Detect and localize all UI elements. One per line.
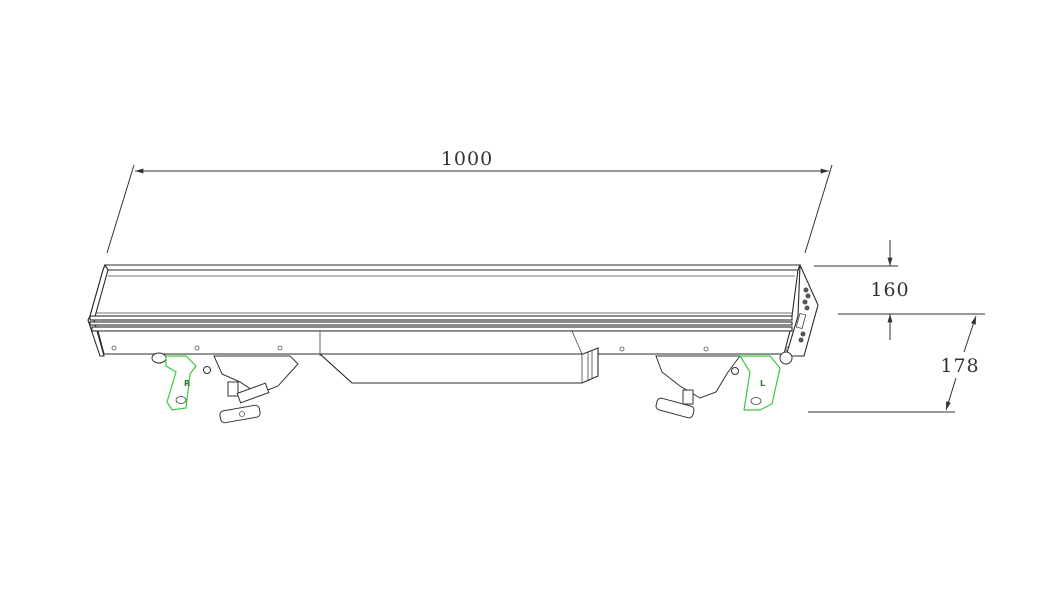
knob bbox=[151, 352, 167, 364]
height-dimension: 160 bbox=[814, 240, 985, 340]
connector-pin bbox=[800, 331, 806, 337]
clamp-spring bbox=[227, 381, 239, 397]
clamp-handle[interactable] bbox=[655, 397, 695, 419]
bracket-bolt bbox=[731, 367, 739, 375]
bracket-plate bbox=[738, 355, 781, 411]
screw bbox=[619, 346, 625, 352]
screw bbox=[703, 346, 709, 352]
left-end-cap bbox=[87, 263, 109, 357]
clamp-body bbox=[655, 355, 741, 399]
rail-3 bbox=[91, 326, 793, 332]
connector-pin bbox=[798, 337, 804, 343]
clamp-screw bbox=[239, 411, 245, 417]
height-dimension-label: 160 bbox=[870, 279, 909, 301]
bracket-slot bbox=[750, 397, 762, 405]
screw bbox=[277, 345, 283, 351]
panel-divider-right bbox=[571, 330, 583, 355]
connector-pin bbox=[803, 287, 809, 293]
bracket-plate bbox=[165, 355, 197, 411]
top-face bbox=[102, 264, 801, 271]
right-mounting-bracket: L bbox=[655, 351, 793, 419]
lower-panel bbox=[97, 330, 791, 355]
left-mounting-bracket: R bbox=[151, 352, 299, 424]
fixture-body bbox=[87, 263, 801, 357]
knob bbox=[779, 351, 793, 365]
connector-pin bbox=[804, 305, 810, 311]
length-extension-left bbox=[106, 164, 135, 254]
bracket-bolt bbox=[203, 366, 211, 374]
clamp-lever bbox=[236, 382, 270, 404]
front-lens-face bbox=[89, 269, 799, 317]
connector-pin bbox=[805, 293, 811, 299]
connector-pin bbox=[802, 299, 808, 305]
psu-housing bbox=[318, 347, 599, 384]
power-supply-box bbox=[318, 347, 599, 384]
screw bbox=[111, 345, 117, 351]
depth-dimension: 178 bbox=[808, 315, 979, 413]
clamp-spring bbox=[682, 389, 694, 405]
length-dimension-label: 1000 bbox=[441, 148, 493, 170]
bracket-label-l: L bbox=[760, 379, 765, 388]
end-panel-face bbox=[785, 264, 819, 357]
connector-end-panel bbox=[785, 264, 819, 357]
bracket-label-r: R bbox=[184, 379, 190, 388]
display-window bbox=[795, 312, 807, 330]
depth-dimension-label: 178 bbox=[940, 355, 979, 377]
depth-dimension-line-lower bbox=[945, 377, 957, 411]
depth-dimension-line-upper bbox=[963, 315, 977, 353]
length-extension-right bbox=[804, 164, 833, 254]
screw bbox=[194, 345, 200, 351]
length-dimension: 1000 bbox=[106, 148, 833, 254]
rail-2 bbox=[89, 321, 793, 326]
bracket-slot bbox=[175, 396, 187, 404]
rail-1 bbox=[89, 315, 793, 321]
